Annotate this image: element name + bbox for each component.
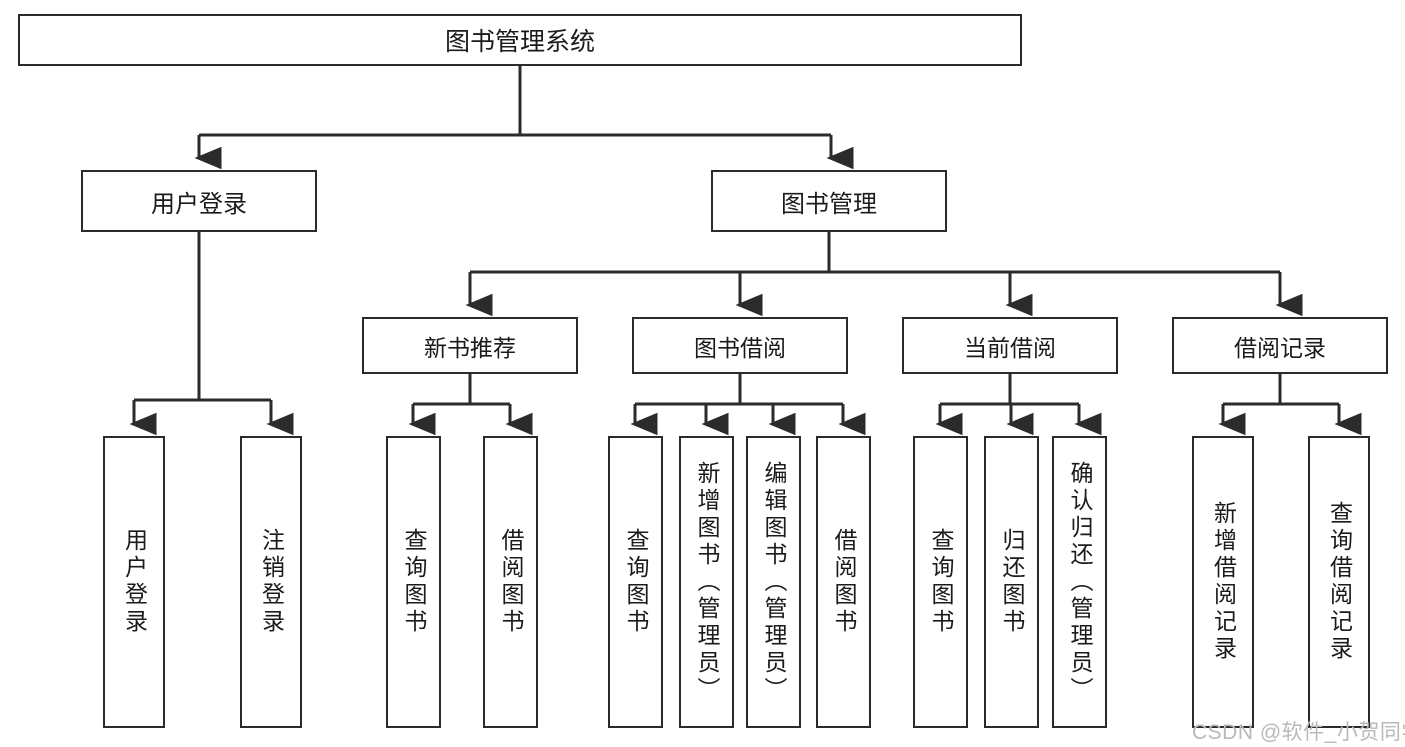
node-label: 当前借阅 (964, 334, 1056, 361)
node-book-management[interactable]: 图书管理 (711, 170, 947, 232)
node-label: 图书借阅 (694, 334, 786, 361)
node-label: 借阅图书 (831, 528, 857, 636)
node-label: 新书推荐 (424, 334, 516, 361)
watermark: CSDN @软件_小贺同学 (1192, 721, 1405, 744)
node-label: 查询借阅记录 (1326, 501, 1353, 663)
node-label: 图书管理系统 (444, 28, 595, 56)
node-label: 查询图书 (623, 528, 649, 636)
node-label: 新增图书（管理员） (694, 460, 720, 704)
node-root[interactable]: 图书管理系统 (18, 14, 1022, 66)
node-label: 借阅记录 (1234, 334, 1326, 361)
leaf-logout[interactable]: 注销登录 (240, 436, 302, 728)
node-label: 用户登录 (121, 528, 148, 636)
node-label: 用户登录 (151, 190, 247, 218)
leaf-borrow-books-recommend[interactable]: 借阅图书 (483, 436, 538, 728)
leaf-add-borrow-record[interactable]: 新增借阅记录 (1192, 436, 1254, 728)
leaf-edit-book-admin[interactable]: 编辑图书（管理员） (746, 436, 801, 728)
node-new-book-recommend[interactable]: 新书推荐 (362, 317, 578, 374)
node-current-borrow[interactable]: 当前借阅 (902, 317, 1118, 374)
leaf-confirm-return-admin[interactable]: 确认归还（管理员） (1052, 436, 1107, 728)
node-book-borrow[interactable]: 图书借阅 (632, 317, 848, 374)
leaf-user-login[interactable]: 用户登录 (103, 436, 165, 728)
node-label: 图书管理 (781, 190, 877, 218)
leaf-borrow-books[interactable]: 借阅图书 (816, 436, 871, 728)
leaf-query-borrow-record[interactable]: 查询借阅记录 (1308, 436, 1370, 728)
leaf-query-books-current[interactable]: 查询图书 (913, 436, 968, 728)
node-label: 编辑图书（管理员） (761, 460, 787, 704)
leaf-add-book-admin[interactable]: 新增图书（管理员） (679, 436, 734, 728)
node-label: 确认归还（管理员） (1067, 460, 1093, 704)
node-user-login[interactable]: 用户登录 (81, 170, 317, 232)
leaf-query-books-borrow[interactable]: 查询图书 (608, 436, 663, 728)
node-label: 注销登录 (258, 528, 285, 636)
node-borrow-records[interactable]: 借阅记录 (1172, 317, 1388, 374)
node-label: 查询图书 (928, 528, 954, 636)
leaf-query-books-recommend[interactable]: 查询图书 (386, 436, 441, 728)
node-label: 归还图书 (999, 528, 1025, 636)
node-label: 新增借阅记录 (1210, 501, 1237, 663)
leaf-return-books[interactable]: 归还图书 (984, 436, 1039, 728)
node-label: 查询图书 (401, 528, 427, 636)
node-label: 借阅图书 (498, 528, 524, 636)
